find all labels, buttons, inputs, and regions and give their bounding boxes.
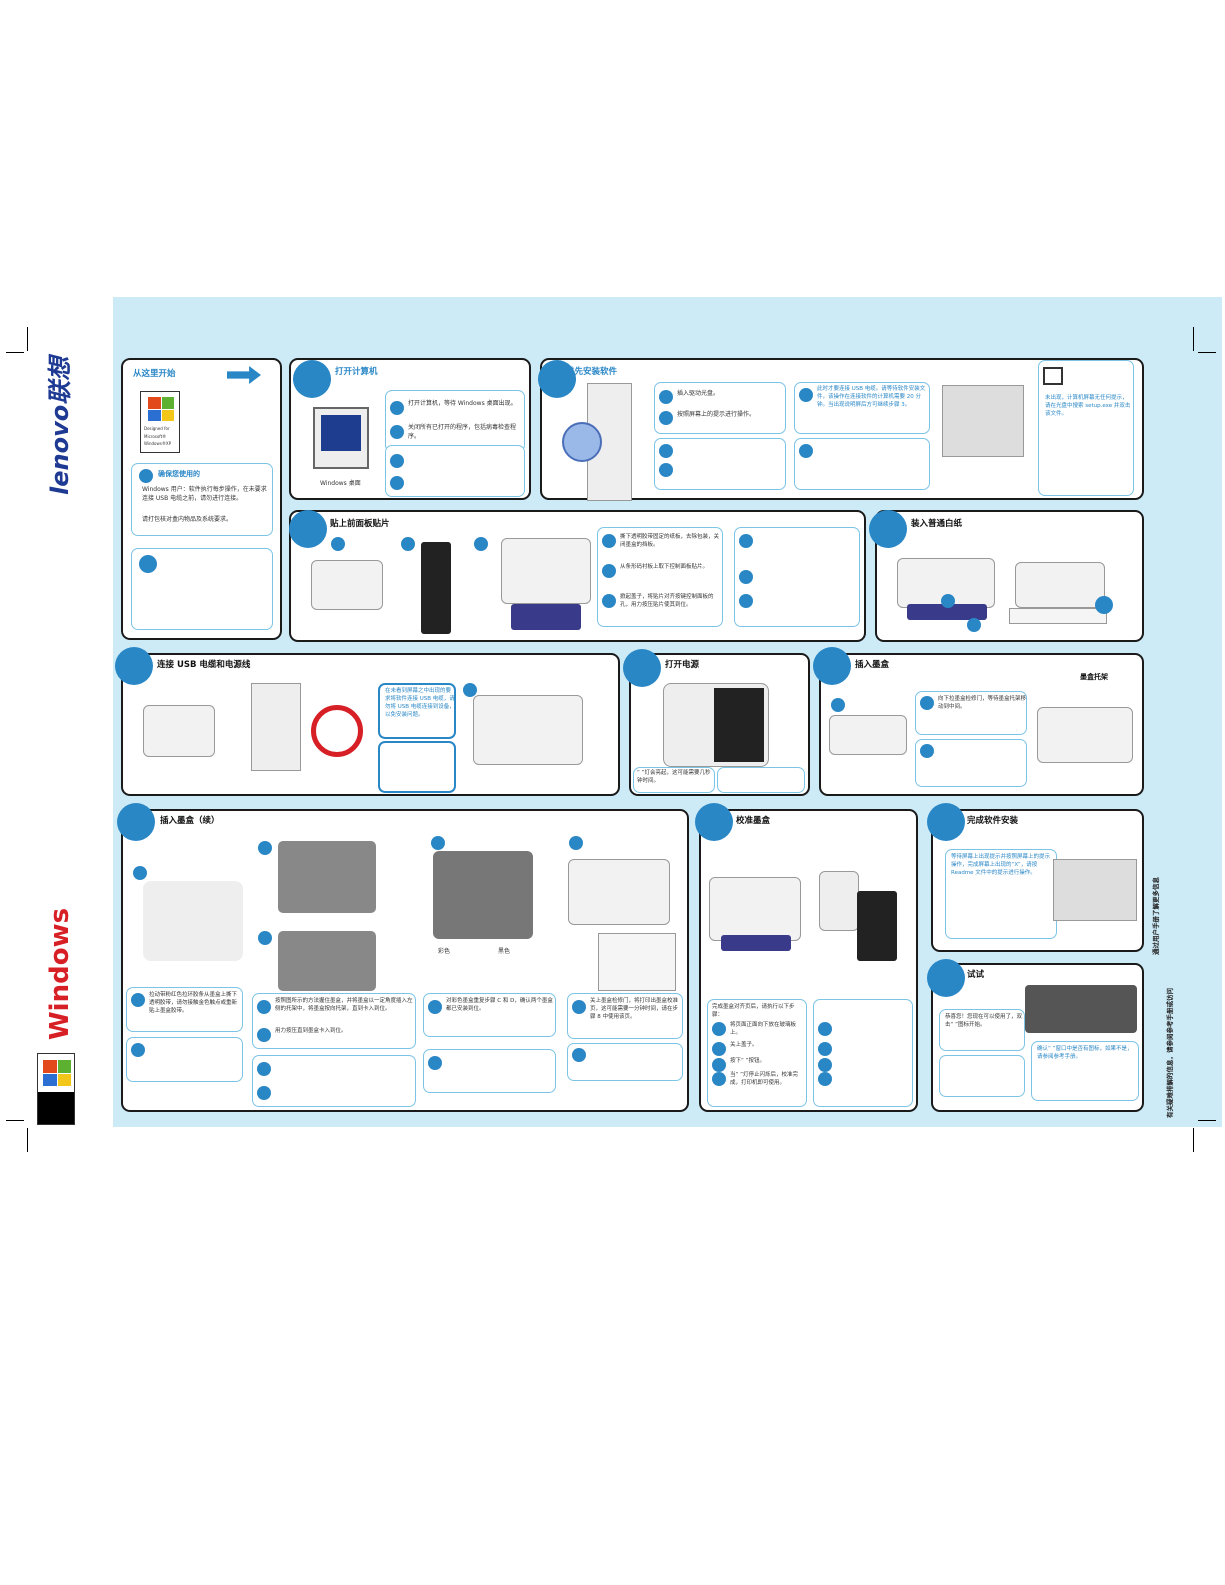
panel-step-1: 打开计算机 Windows 桌面 打开计算机，等待 Windows 桌面出现。 … (289, 358, 531, 500)
xp-badge-bottom (37, 1053, 75, 1125)
cd-icon (562, 422, 602, 462)
windows-flag-icon (148, 397, 174, 421)
no-usb-icon (311, 705, 363, 757)
windows-logo: Windows (45, 907, 75, 1040)
faceplate-sticker (421, 542, 451, 634)
install-screenshot (942, 385, 1024, 457)
panel-step-11: 试试 恭喜您！您现在可以使用了，双击“ ”图标开始。 确认“ ”窗口中是否有图标… (927, 959, 1144, 1112)
pc-tower-icon (251, 683, 301, 771)
panel-step-4: 装入普通白纸 (869, 510, 1144, 642)
windows-flag-icon (43, 1060, 71, 1086)
brand-strip (0, 297, 113, 1127)
finish-screenshot (1053, 859, 1137, 921)
arrow-right-icon (227, 366, 261, 384)
panel-step-10: 完成软件安装 等待屏幕上出现提示并按照屏幕上的提示操作，完成屏幕上出现的“X”，… (927, 803, 1144, 952)
panel-step-3: 贴上前面板贴片 撕下透明胶带固定的纸板，去除包装，关闭墨盒的挡板。 从条形码衬板… (289, 510, 866, 642)
panel-step-6: 打开电源 “ ”灯会亮起，这可能需要几秒钟时间。 (623, 649, 810, 796)
panel-step-8: 插入墨盒（续） 彩色 黑色 拉动带粉红色拉环胶条从墨盒上撕下透明胶带，请勿接触金… (117, 803, 689, 1112)
panel-step-9: 校准墨盒 完成墨盒对齐页后，请执行以下步骤： 将页面正面向下放在玻璃板上。 关上… (695, 803, 918, 1112)
lenovo-logo: lenovo联想 (46, 356, 74, 495)
panel-step-2: 首先安装软件 插入驱动光盘。 按照屏幕上的提示进行操作。 此时才要连接 USB … (538, 358, 1144, 501)
start-title: 从这里开始 (133, 369, 176, 379)
printer-image (311, 560, 383, 610)
ensure-box: 确保您使用的 Windows 用户：软件执行每步操作，在未要求连接 USB 电缆… (131, 463, 273, 536)
director-screenshot (1025, 985, 1137, 1033)
printer-image (501, 538, 591, 604)
panel-step-5: 连接 USB 电缆和电源线 在未看到屏幕之中出现的要求将软件连接 USB 电缆，… (115, 647, 620, 796)
info-box (131, 548, 273, 630)
xp-badge: Designed for Microsoft® Windows®XP (140, 391, 180, 453)
monitor-icon (1043, 367, 1063, 385)
panel-start: 从这里开始 Designed for Microsoft® Windows®XP… (121, 358, 282, 640)
panel-step-7: 插入墨盒 墨盒托架 向下拉墨盒检修门，等待墨盒托架移动到中间。 (813, 647, 1144, 796)
computer-monitor-icon (313, 407, 369, 469)
